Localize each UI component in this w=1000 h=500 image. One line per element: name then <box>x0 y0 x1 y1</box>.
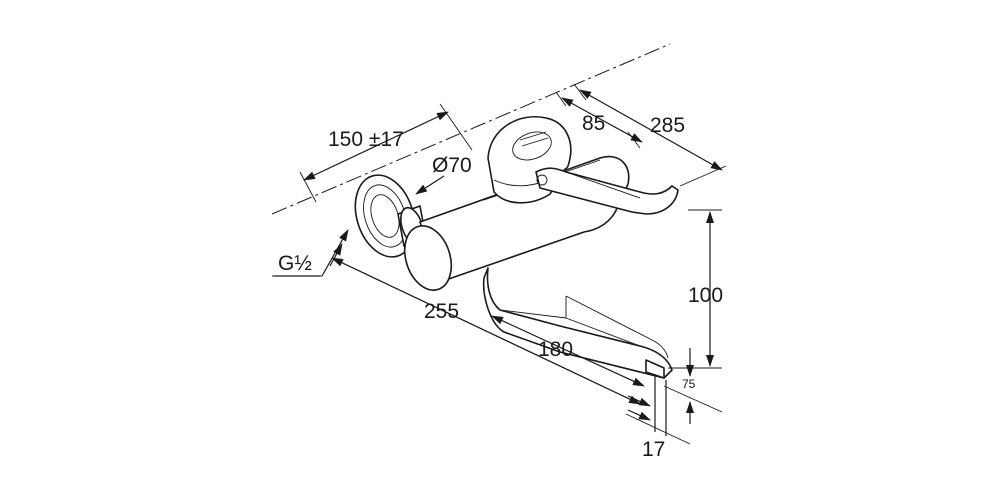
dim-70: Ø70 <box>432 154 472 177</box>
spout <box>482 267 673 436</box>
dim-17: 17 <box>642 438 665 461</box>
wall-center-line <box>271 43 671 215</box>
lever-handle <box>535 167 679 215</box>
dim-150: 150 ±17 <box>328 128 404 151</box>
dim-180: 180 <box>538 338 573 361</box>
dim-255: 255 <box>424 300 459 323</box>
dim-g-half-box: G½ <box>274 252 320 277</box>
dim-75: 75 <box>682 377 696 391</box>
dim-285: 285 <box>650 114 685 137</box>
dim-85: 85 <box>582 112 605 135</box>
dim-100: 100 <box>688 284 723 307</box>
dim-g-half: G½ <box>278 252 312 275</box>
dimension-lines <box>272 83 727 445</box>
faucet-body <box>354 116 679 436</box>
